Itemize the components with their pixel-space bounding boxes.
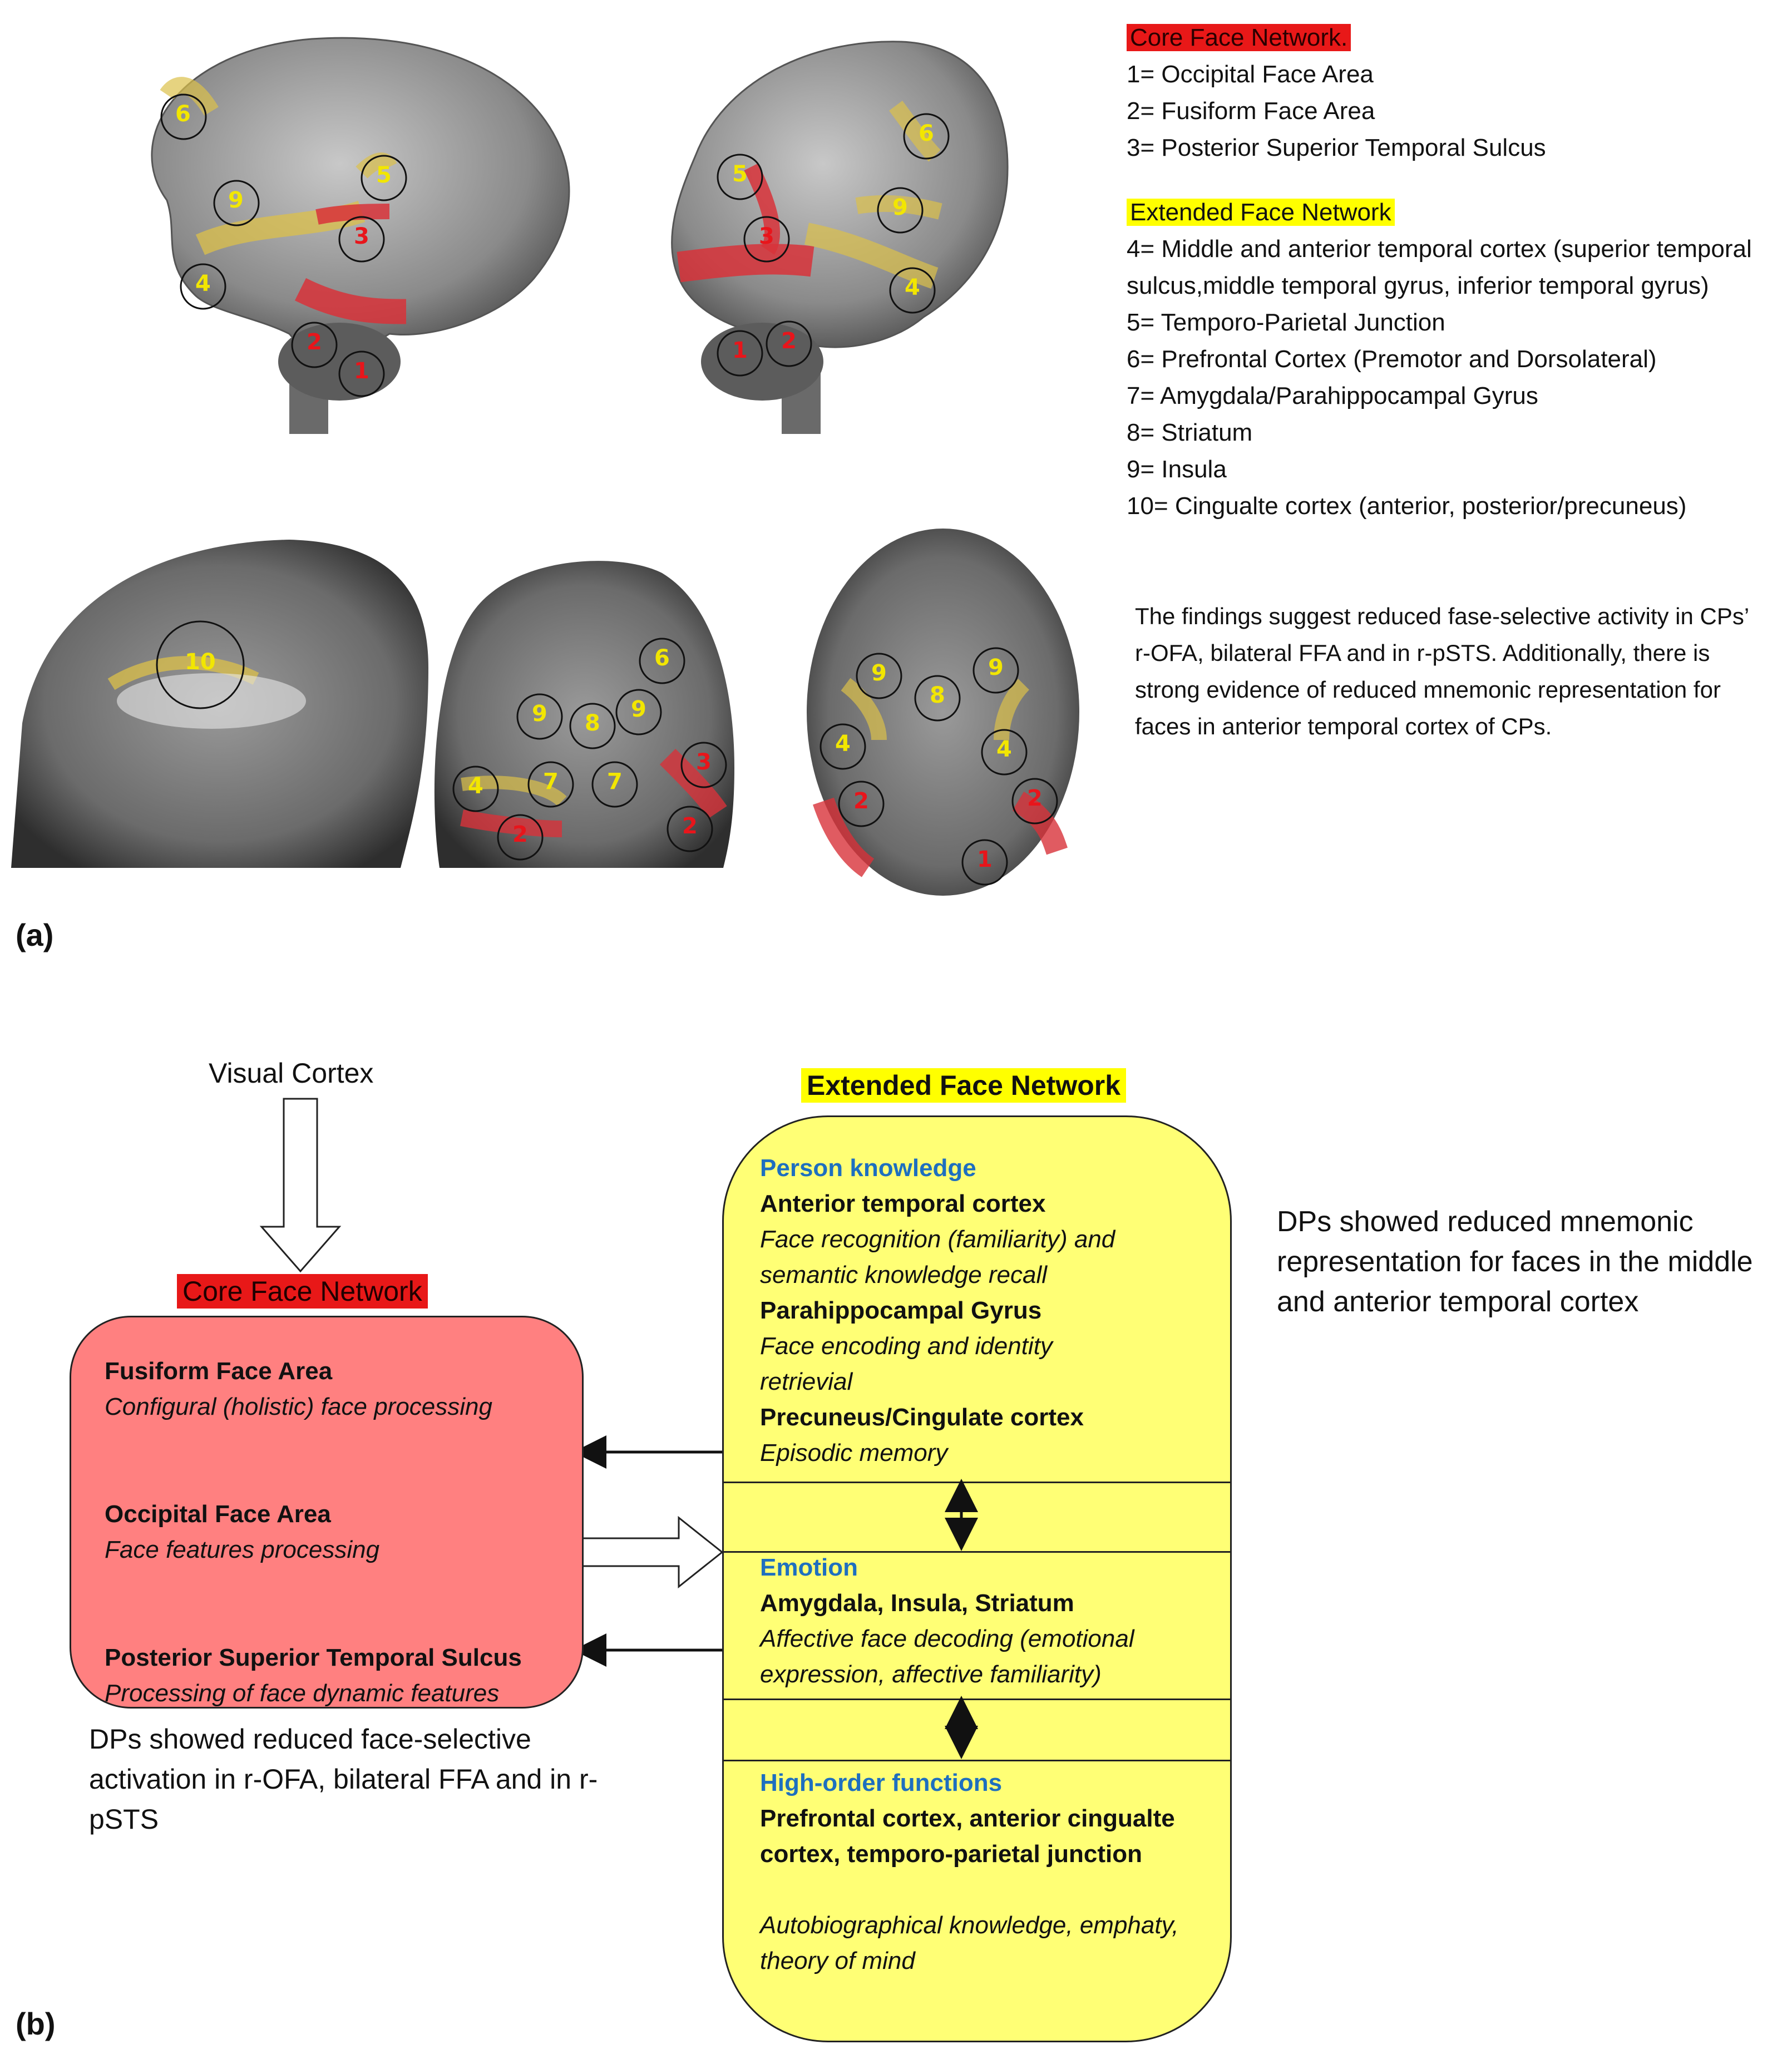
legend-extended-item: 5= Temporo-Parietal Junction <box>1127 309 1445 336</box>
ofa-title: Occipital Face Area <box>105 1500 331 1528</box>
panel-a-label: (a) <box>16 917 54 952</box>
visual-cortex-label: Visual Cortex <box>209 1058 374 1089</box>
visual-to-core-arrow <box>259 1098 342 1273</box>
high-order-header: High-order functions <box>760 1769 1003 1796</box>
psts-desc: Processing of face dynamic features <box>105 1680 500 1707</box>
marker-sagittal-10: 10 <box>185 649 216 675</box>
marker-left-9: 9 <box>228 187 244 213</box>
core-network-note: DPs showed reduced face-selective activa… <box>89 1724 598 1835</box>
panel-b-label: (b) <box>16 2006 56 2041</box>
marker-left-1: 1 <box>354 358 369 384</box>
legend-core-item: 1= Occipital Face Area <box>1127 61 1374 88</box>
panel-a-finding: The findings suggest reduced fase-select… <box>1135 603 1749 739</box>
legend: Core Face Network. 1= Occipital Face Are… <box>1127 19 1783 525</box>
marker-axial-9a: 9 <box>871 660 887 686</box>
marker-coronal-9a: 9 <box>532 701 547 727</box>
left-lateral-brain <box>151 37 570 434</box>
marker-right-1: 1 <box>732 338 748 363</box>
person-knowledge-header: Person knowledge <box>760 1154 976 1182</box>
emotion-desc: Affective face decoding (emotional expre… <box>760 1625 1134 1688</box>
marker-coronal-3: 3 <box>696 749 712 775</box>
marker-right-3: 3 <box>759 224 774 249</box>
legend-core-title: Core Face Network. <box>1127 24 1351 51</box>
divider <box>724 1551 1230 1553</box>
marker-coronal-7b: 7 <box>607 769 623 794</box>
legend-extended-title: Extended Face Network <box>1127 199 1395 226</box>
atc-title: Anterior temporal cortex <box>760 1190 1046 1217</box>
marker-coronal-4: 4 <box>468 773 483 799</box>
marker-left-5: 5 <box>376 162 392 188</box>
coronal-mri <box>434 561 734 868</box>
legend-extended-item: 4= Middle and anterior temporal cortex (… <box>1127 235 1752 299</box>
axial-mri <box>807 529 1079 896</box>
extended-network-box: Person knowledge Anterior temporal corte… <box>722 1115 1232 2042</box>
marker-axial-1: 1 <box>977 847 993 872</box>
extended-network-title: Extended Face Network <box>801 1068 1127 1103</box>
sagittal-mri <box>11 540 428 868</box>
marker-coronal-9b: 9 <box>631 697 646 722</box>
marker-coronal-7a: 7 <box>543 769 559 794</box>
marker-coronal-8: 8 <box>585 710 600 736</box>
emotion-title: Amygdala, Insula, Striatum <box>760 1589 1074 1617</box>
marker-right-4: 4 <box>905 275 920 300</box>
marker-axial-4a: 4 <box>835 731 851 757</box>
psts-title: Posterior Superior Temporal Sulcus <box>105 1644 522 1671</box>
divider <box>724 1760 1230 1761</box>
legend-extended-item: 9= Insula <box>1127 456 1227 483</box>
ofa-desc: Face features processing <box>105 1536 380 1563</box>
marker-axial-4b: 4 <box>996 737 1012 762</box>
marker-left-4: 4 <box>195 271 211 297</box>
ffa-desc: Configural (holistic) face processing <box>105 1393 492 1420</box>
legend-extended-item: 8= Striatum <box>1127 419 1253 446</box>
high-order-desc: Autobiographical knowledge, emphaty, the… <box>760 1912 1179 1974</box>
core-network-box: Fusiform Face Area Configural (holistic)… <box>70 1316 584 1709</box>
marker-left-3: 3 <box>354 224 369 249</box>
phg-desc: Face encoding and identity retrievial <box>760 1332 1053 1395</box>
emotion-header: Emotion <box>760 1554 858 1581</box>
marker-axial-2a: 2 <box>853 788 869 814</box>
marker-axial-8: 8 <box>930 683 945 708</box>
pcc-desc: Episodic memory <box>760 1439 948 1467</box>
marker-right-2: 2 <box>781 328 797 354</box>
marker-coronal-2b: 2 <box>682 813 698 839</box>
atc-desc: Face recognition (familiarity) and seman… <box>760 1226 1115 1288</box>
marker-coronal-2a: 2 <box>512 822 528 847</box>
ffa-title: Fusiform Face Area <box>105 1357 333 1385</box>
legend-core-item: 2= Fusiform Face Area <box>1127 97 1375 125</box>
marker-axial-9b: 9 <box>988 655 1004 680</box>
marker-left-6: 6 <box>175 101 191 127</box>
legend-extended-item: 10= Cingualte cortex (anterior, posterio… <box>1127 492 1687 520</box>
core-to-extended-arrow <box>577 1515 724 1589</box>
legend-extended-item: 7= Amygdala/Parahippocampal Gyrus <box>1127 382 1538 409</box>
legend-extended-item: 6= Prefrontal Cortex (Premotor and Dorso… <box>1127 345 1657 373</box>
legend-core-item: 3= Posterior Superior Temporal Sulcus <box>1127 134 1546 161</box>
extended-network-note: DPs showed reduced mnemonic representati… <box>1277 1206 1753 1318</box>
phg-title: Parahippocampal Gyrus <box>760 1297 1042 1324</box>
right-lateral-brain <box>671 41 1009 434</box>
marker-right-9: 9 <box>892 195 908 220</box>
core-network-title: Core Face Network <box>177 1274 428 1309</box>
high-order-title: Prefrontal cortex, anterior cingualte co… <box>760 1805 1175 1868</box>
marker-right-6: 6 <box>919 121 934 146</box>
marker-right-5: 5 <box>732 161 748 187</box>
marker-left-2: 2 <box>307 329 322 355</box>
pcc-title: Precuneus/Cingulate cortex <box>760 1404 1084 1431</box>
marker-axial-2b: 2 <box>1027 786 1043 811</box>
marker-coronal-6: 6 <box>654 645 670 671</box>
